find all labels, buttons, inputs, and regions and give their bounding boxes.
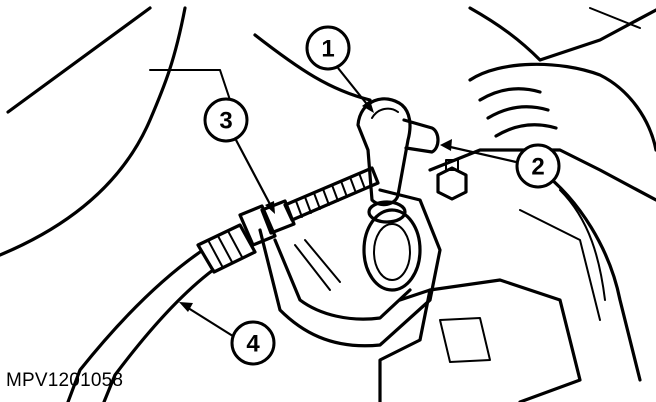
- housing-body: [538, 168, 642, 382]
- callout-3: 3: [203, 97, 249, 143]
- bracket-inner: [273, 238, 412, 321]
- mounting-nut: [436, 159, 468, 201]
- bracket-hole-inner: [373, 223, 411, 281]
- callout-2-label: 2: [531, 154, 544, 181]
- callout-1-label: 1: [321, 36, 334, 63]
- lower-right-block: [428, 278, 582, 402]
- top-right-detail: [589, 7, 641, 29]
- callout-4: 4: [230, 320, 276, 366]
- throttle-cable: [66, 223, 257, 402]
- arrow-4: [179, 302, 193, 312]
- adjuster-thread-outline: [283, 166, 380, 222]
- cable-end-hook: [356, 97, 412, 207]
- leader-3: [235, 139, 273, 209]
- bracket-slot: [294, 239, 341, 291]
- cable-adjuster: [238, 166, 380, 247]
- adjuster-collar: [238, 204, 277, 247]
- cable-end-shine: [371, 107, 399, 119]
- background-contours: [0, 6, 656, 257]
- retainer-clip: [402, 118, 440, 154]
- callout-3-label: 3: [219, 108, 232, 135]
- leader-lines: [179, 67, 517, 339]
- cable-sheath-outer: [66, 250, 202, 402]
- housing-outline: [468, 62, 656, 152]
- figure-reference-code: MPV1201058: [6, 370, 124, 391]
- arrow-2: [440, 139, 452, 151]
- lower-right-window: [439, 317, 491, 363]
- bracket-outline: [258, 188, 442, 348]
- intake-housing: [378, 62, 656, 402]
- housing-inner-1: [559, 189, 606, 301]
- cable-ferrule-rings: [207, 230, 243, 267]
- housing-ribs: [478, 87, 558, 138]
- callout-1: 1: [305, 25, 351, 71]
- callout-2: 2: [515, 143, 561, 189]
- arrow-1: [362, 100, 374, 113]
- upper-ridge: [253, 33, 372, 102]
- cable-ferrule: [196, 223, 257, 274]
- leader-4: [184, 305, 237, 339]
- adjuster-threads: [295, 172, 366, 218]
- cable-grommet: [367, 200, 407, 224]
- throttle-bracket: [258, 188, 442, 348]
- top-right-frame: [468, 6, 656, 62]
- housing-lower: [428, 148, 656, 202]
- left-panel-curve: [0, 6, 187, 257]
- leader-2: [445, 144, 517, 164]
- adjuster-nut: [260, 199, 296, 235]
- cable-sheath-inner: [102, 268, 215, 402]
- arrow-3: [265, 201, 275, 214]
- left-panel-edge: [6, 6, 152, 114]
- callout-4-label: 4: [246, 331, 260, 358]
- cable-end-fitting: [356, 97, 440, 224]
- housing-inner-2: [519, 209, 601, 321]
- bracket-hole: [362, 208, 422, 292]
- leader-1: [337, 67, 371, 109]
- lower-right-frame: [378, 288, 432, 402]
